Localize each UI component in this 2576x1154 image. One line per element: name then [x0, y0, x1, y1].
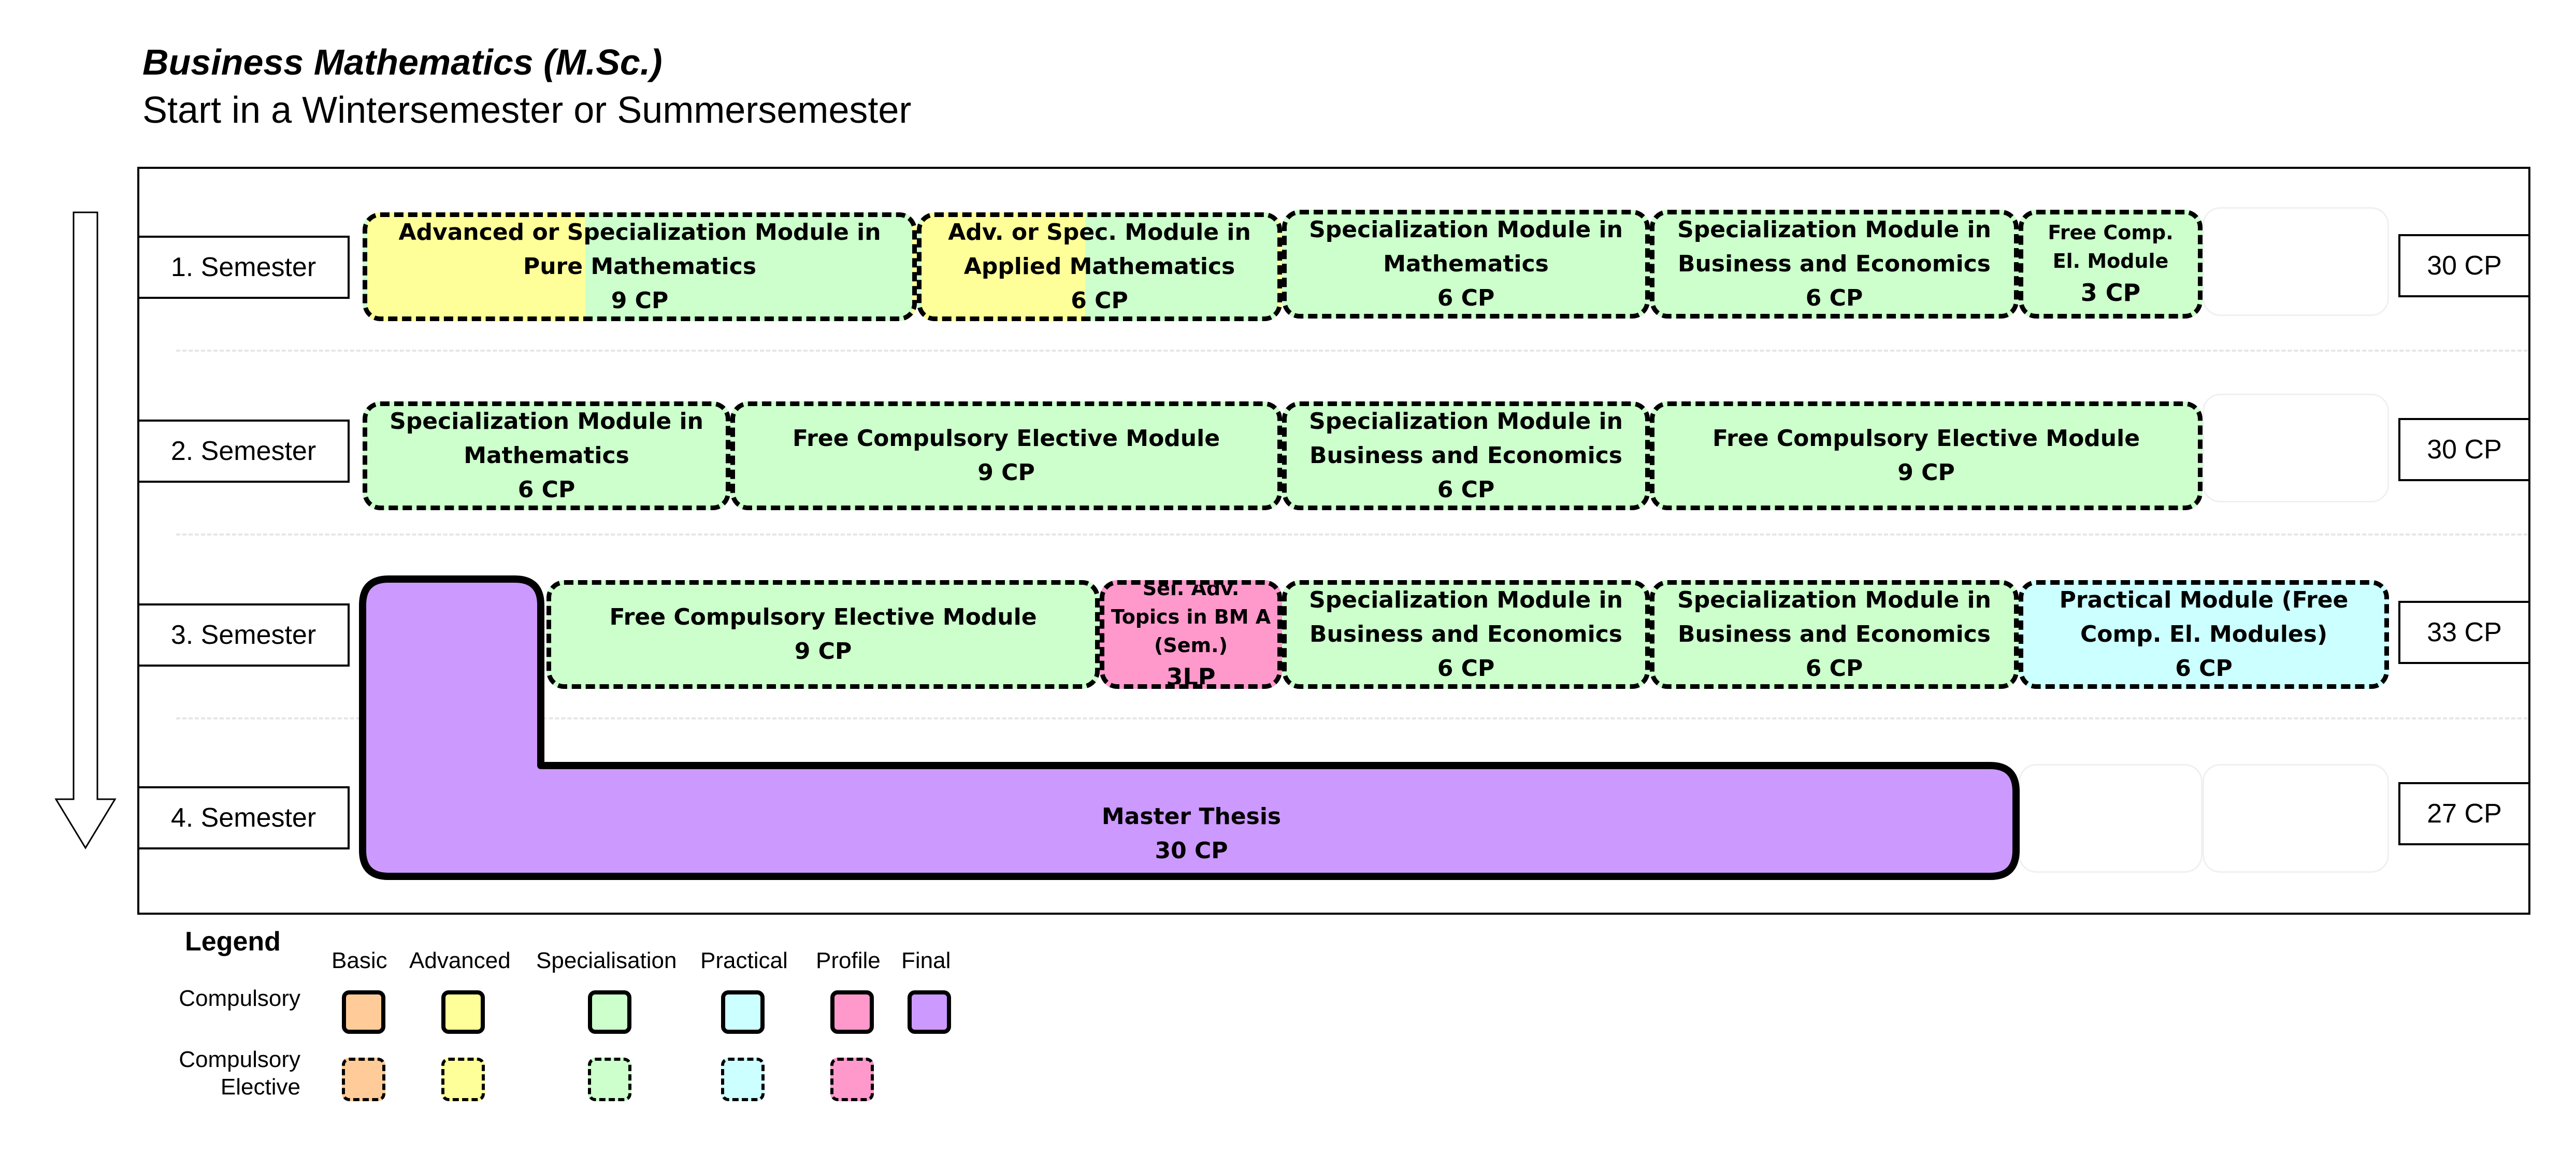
legend-swatch-profile-elective — [830, 1058, 874, 1101]
down-arrow-icon — [54, 211, 117, 849]
legend-swatch-basic-elective — [342, 1058, 385, 1101]
module-card[interactable]: Free Compulsory Elective Module 9 CP — [1650, 401, 2203, 510]
legend-swatch-profile-compulsory — [830, 990, 874, 1034]
module-name: Specialization Module in Business and Ec… — [1309, 587, 1623, 647]
module-card[interactable]: Free Comp. El. Module 3 CP — [2019, 210, 2203, 319]
legend-column-label: Specialisation — [536, 948, 677, 973]
legend-swatch-specialisation-elective — [588, 1058, 631, 1101]
module-credits: 9 CP — [611, 287, 669, 314]
module-card[interactable]: Specialization Module in Mathematics 6 C… — [1282, 210, 1650, 319]
module-card[interactable]: Advanced or Specialization Module in Pur… — [363, 212, 917, 321]
module-name: Free Compulsory Elective Module — [792, 425, 1220, 452]
module-name: Specialization Module in Business and Ec… — [1677, 587, 1991, 647]
module-card[interactable]: Sel. Adv. Topics in BM A (Sem.) 3LP — [1100, 580, 1282, 689]
module-credits: 9 CP — [1897, 459, 1955, 486]
module-card[interactable]: Specialization Module in Business and Ec… — [1650, 580, 2019, 689]
module-credits: 6 CP — [1437, 477, 1495, 503]
master-thesis-label: Master Thesis 30 CP — [363, 790, 2020, 878]
module-credits: 6 CP — [1805, 655, 1863, 682]
module-name: Master Thesis — [1101, 803, 1282, 830]
module-card[interactable]: Specialization Module in Mathematics 6 C… — [363, 401, 730, 510]
module-card[interactable]: Specialization Module in Business and Ec… — [1282, 401, 1650, 510]
module-credits: 6 CP — [517, 477, 575, 503]
module-name: Specialization Module in Business and Ec… — [1677, 217, 1991, 277]
legend-column-label: Basic — [332, 948, 387, 973]
legend-column-label: Advanced — [409, 948, 511, 973]
study-plan-frame — [137, 167, 2530, 915]
row-divider — [176, 533, 2528, 536]
semester-label-3: 3. Semester — [137, 603, 350, 667]
legend-title: Legend — [185, 927, 281, 957]
empty-slot — [2019, 764, 2203, 873]
module-card[interactable]: Free Compulsory Elective Module 9 CP — [730, 401, 1282, 510]
module-credits: 3 CP — [2080, 278, 2141, 307]
module-credits: 6 CP — [1437, 655, 1495, 682]
module-card[interactable]: Practical Module (Free Comp. El. Modules… — [2019, 580, 2389, 689]
module-card[interactable]: Adv. or Spec. Module in Applied Mathemat… — [917, 212, 1282, 321]
module-credits: 6 CP — [1071, 287, 1128, 314]
module-credits: 6 CP — [1437, 285, 1495, 311]
legend-row-label: Compulsory Elective — [179, 1047, 300, 1100]
module-name: Specialization Module in Business and Ec… — [1309, 408, 1623, 469]
module-name: Specialization Module in Mathematics — [390, 408, 703, 469]
module-name: Adv. or Spec. Module in Applied Mathemat… — [948, 219, 1251, 280]
row-divider — [176, 350, 2528, 352]
empty-slot — [2203, 207, 2389, 316]
semester-label-4: 4. Semester — [137, 786, 350, 849]
legend-swatch-practical-compulsory — [721, 990, 765, 1034]
row-divider — [176, 717, 2528, 719]
semester-cp-4: 27 CP — [2398, 782, 2530, 845]
module-card[interactable]: Free Compulsory Elective Module 9 CP — [546, 580, 1100, 689]
legend-swatch-specialisation-compulsory — [588, 990, 631, 1034]
module-name: Specialization Module in Mathematics — [1309, 217, 1623, 277]
legend-swatch-final-compulsory — [908, 990, 951, 1034]
module-name: Free Comp. El. Module — [2048, 221, 2174, 272]
page-subtitle: Start in a Wintersemester or Summersemes… — [142, 90, 912, 131]
legend-column-label: Profile — [816, 948, 881, 973]
semester-label-2: 2. Semester — [137, 420, 350, 483]
module-name: Sel. Adv. Topics in BM A (Sem.) — [1111, 580, 1271, 657]
legend-swatch-practical-elective — [721, 1058, 765, 1101]
legend-swatch-basic-compulsory — [342, 990, 385, 1034]
module-name: Free Compulsory Elective Module — [609, 604, 1037, 630]
module-credits: 6 CP — [1805, 285, 1863, 311]
module-card[interactable]: Specialization Module in Business and Ec… — [1282, 580, 1650, 689]
semester-label-1: 1. Semester — [137, 236, 350, 299]
legend-swatch-advanced-elective — [441, 1058, 485, 1101]
module-card[interactable]: Specialization Module in Business and Ec… — [1650, 210, 2019, 319]
module-credits: 9 CP — [794, 638, 852, 665]
module-credits: 9 CP — [977, 459, 1035, 486]
module-credits: 3LP — [1166, 663, 1216, 689]
legend-column-label: Practical — [700, 948, 788, 973]
module-name: Free Compulsory Elective Module — [1712, 425, 2140, 452]
master-thesis-shape[interactable] — [357, 575, 2025, 886]
module-credits: 6 CP — [2175, 655, 2233, 682]
empty-slot — [2203, 764, 2389, 873]
page-title: Business Mathematics (M.Sc.) — [142, 42, 663, 82]
module-name: Advanced or Specialization Module in Pur… — [398, 219, 881, 280]
semester-cp-3: 33 CP — [2398, 601, 2530, 664]
semester-cp-1: 30 CP — [2398, 234, 2530, 297]
semester-cp-2: 30 CP — [2398, 418, 2530, 481]
module-credits: 30 CP — [1155, 838, 1228, 864]
module-name: Practical Module (Free Comp. El. Modules… — [2059, 587, 2349, 647]
legend-row-label: Compulsory — [179, 986, 300, 1011]
legend-swatch-advanced-compulsory — [441, 990, 485, 1034]
legend-column-label: Final — [901, 948, 951, 973]
empty-slot — [2203, 394, 2389, 502]
